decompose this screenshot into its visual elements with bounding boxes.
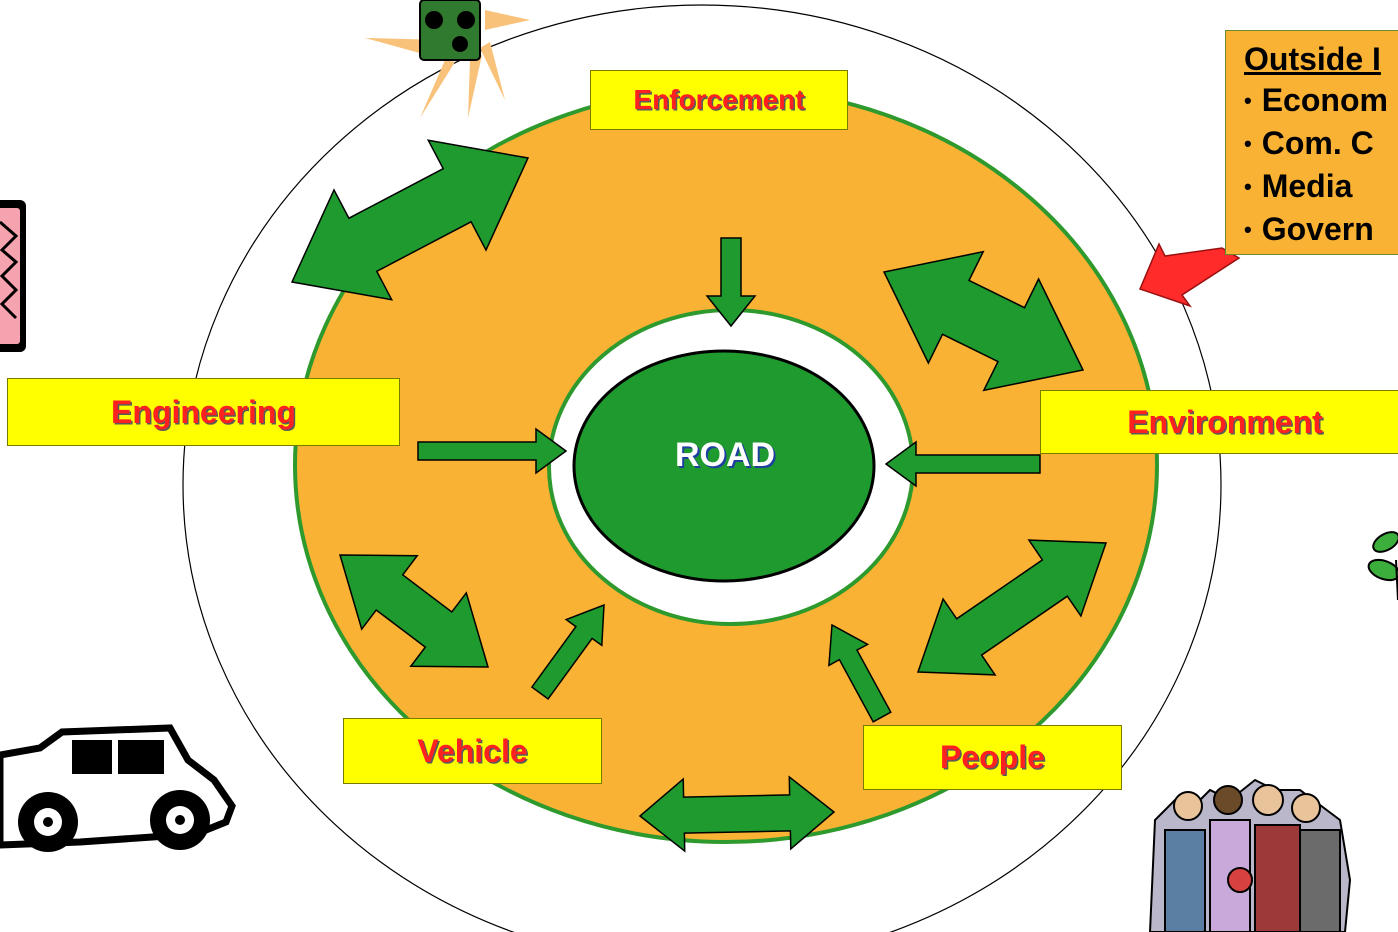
road-label: ROAD bbox=[674, 436, 776, 474]
engineering-vehicle-double-arrow bbox=[338, 554, 490, 668]
outside-influence-item: Media bbox=[1244, 165, 1398, 208]
outside-influence-arrow bbox=[1138, 242, 1241, 308]
traffic-light-clipart bbox=[365, 0, 530, 118]
outside-influences-title: Outside I bbox=[1244, 41, 1381, 77]
road-sign-clipart bbox=[0, 200, 26, 352]
vintage-car-clipart bbox=[0, 724, 236, 852]
vehicle-people-double-arrow bbox=[638, 775, 836, 853]
environment-to-road-arrow bbox=[884, 440, 1041, 488]
engineering-to-road-arrow bbox=[417, 427, 568, 475]
enforcement-label: Enforcement bbox=[590, 70, 848, 130]
enforcement-to-road-arrow bbox=[705, 237, 757, 328]
outside-influence-item: Com. C bbox=[1244, 122, 1398, 165]
outer-boundary-ellipse bbox=[182, 4, 1222, 932]
outside-influences-box: Outside I Econom Com. C Media Govern bbox=[1225, 30, 1398, 255]
outside-influences-list: Econom Com. C Media Govern bbox=[1244, 79, 1398, 251]
vehicle-label: Vehicle bbox=[343, 718, 602, 784]
people-label: People bbox=[863, 725, 1122, 790]
crowd-clipart bbox=[1148, 778, 1352, 932]
people-to-road-arrow bbox=[828, 623, 892, 723]
engineering-enforcement-double-arrow bbox=[290, 139, 530, 301]
environment-label: Environment bbox=[1040, 390, 1398, 454]
enforcement-environment-double-arrow bbox=[882, 250, 1085, 392]
outside-influence-item: Govern bbox=[1244, 208, 1398, 251]
engineering-label: Engineering bbox=[7, 378, 400, 446]
plant-clipart bbox=[1367, 531, 1398, 601]
road-ellipse bbox=[572, 349, 876, 583]
vehicle-to-road-arrow bbox=[530, 603, 605, 700]
outside-influence-item: Econom bbox=[1244, 79, 1398, 122]
environment-people-double-arrow bbox=[916, 539, 1108, 676]
